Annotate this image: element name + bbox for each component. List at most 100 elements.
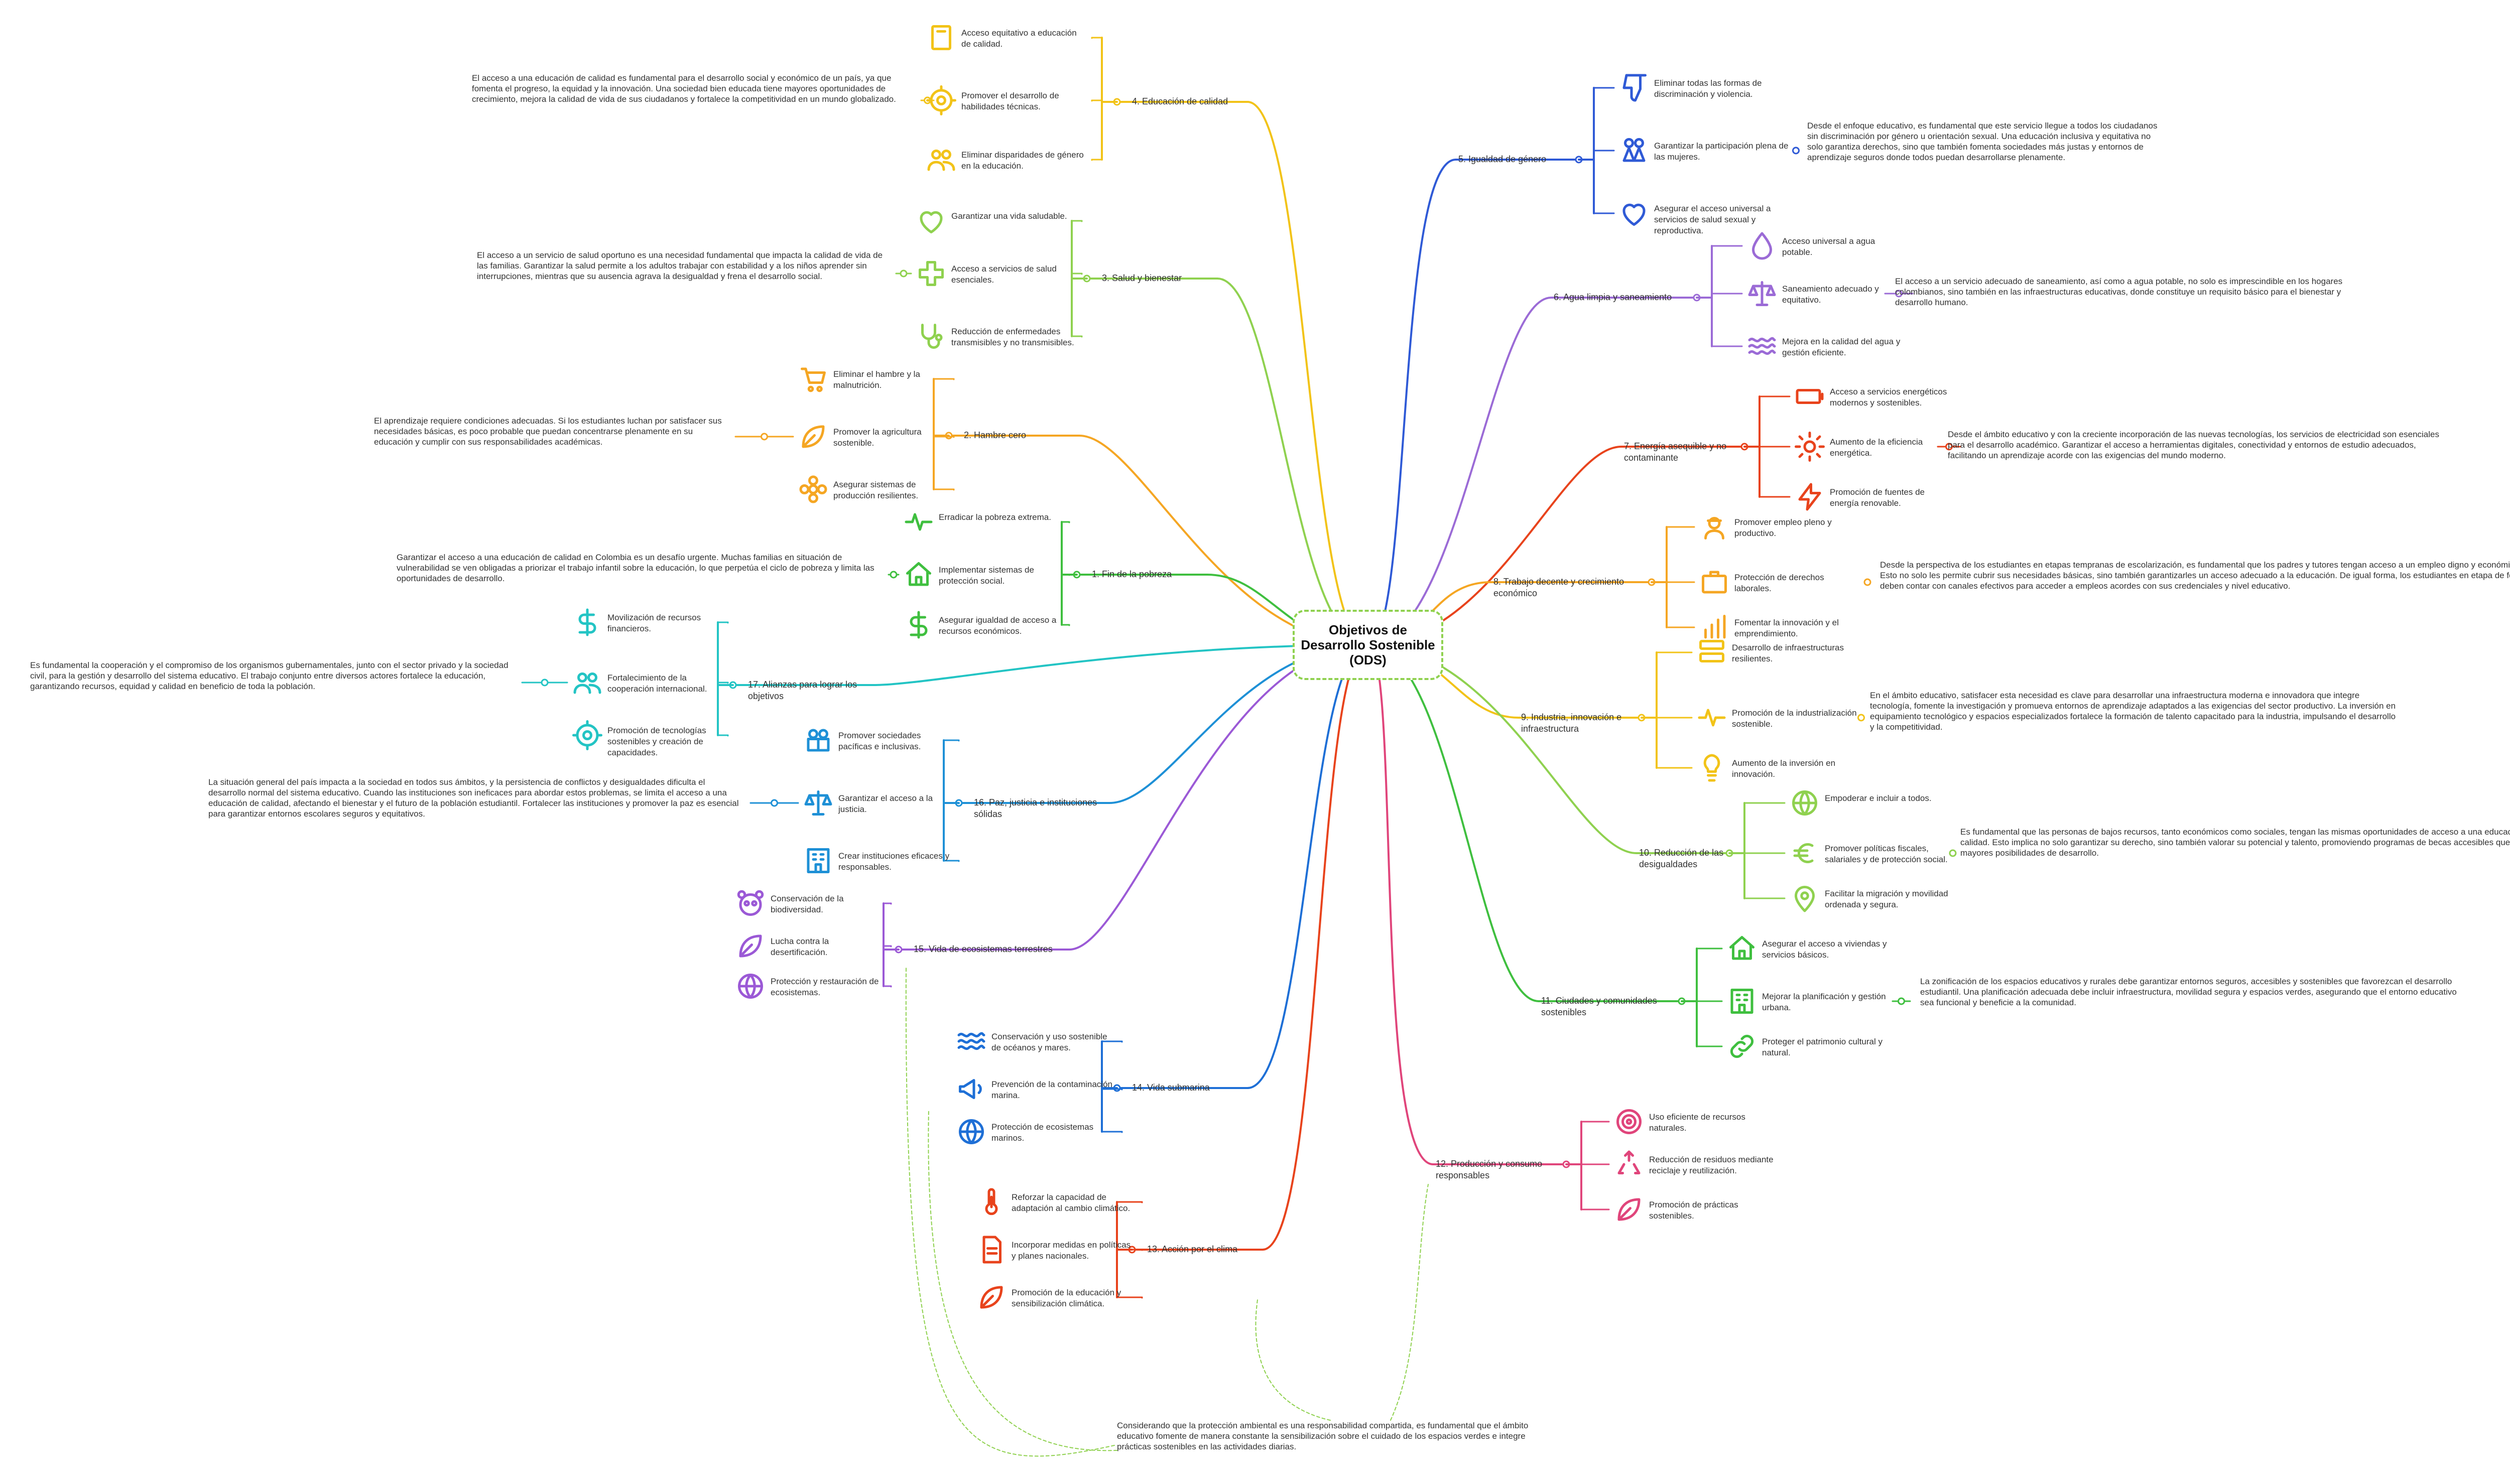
branch-topic-b4[interactable]: 4. Educación de calidad — [1132, 96, 1228, 106]
subtopic-b9-2[interactable]: Promoción de la industrialización sosten… — [1732, 708, 1857, 729]
collapse-toggle[interactable] — [1857, 714, 1865, 722]
medical-cross-icon — [916, 258, 946, 289]
subtopic-b11-2[interactable]: Mejorar la planificación y gestión urban… — [1762, 992, 1886, 1012]
subtopic-b6-3[interactable]: Mejora en la calidad del agua y gestión … — [1782, 337, 1901, 357]
note-b6: El acceso a un servicio adecuado de sane… — [1895, 277, 2343, 307]
subtopic-b16-1[interactable]: Promover sociedades pacíficas e inclusiv… — [838, 731, 921, 751]
subtopic-b3-2[interactable]: Acceso a servicios de salud esenciales. — [951, 264, 1057, 285]
heart-icon — [916, 206, 946, 236]
subtopic-b6-2[interactable]: Saneamiento adecuado y equitativo. — [1782, 284, 1879, 305]
subtopic-b14-2[interactable]: Prevención de la contaminación marina. — [991, 1080, 1112, 1100]
subtopic-b2-3[interactable]: Asegurar sistemas de producción resilien… — [833, 480, 919, 500]
collapse-toggle[interactable] — [1863, 578, 1871, 586]
subtopic-b8-1[interactable]: Promover empleo pleno y productivo. — [1734, 517, 1832, 538]
note-b8: Desde la perspectiva de los estudiantes … — [1880, 560, 2510, 591]
subtopic-b10-1[interactable]: Empoderar e incluir a todos. — [1825, 793, 1932, 803]
branch-topic-b12[interactable]: 12. Producción y consumo responsables — [1436, 1159, 1543, 1180]
subtopic-b16-3[interactable]: Crear instituciones eficaces y responsab… — [838, 851, 950, 872]
subtopic-b4-3[interactable]: Eliminar disparidades de género en la ed… — [961, 150, 1084, 171]
subtopic-b7-3[interactable]: Promoción de fuentes de energía renovabl… — [1830, 487, 1925, 508]
subtopic-b4-1[interactable]: Acceso equitativo a educación de calidad… — [961, 28, 1077, 49]
branch-topic-b3[interactable]: 3. Salud y bienestar — [1102, 273, 1182, 283]
branch-topic-b7[interactable]: 7. Energía asequible y no contaminante — [1624, 441, 1727, 463]
branch-topic-b5[interactable]: 5. Igualdad de género — [1458, 154, 1547, 164]
subtopic-b10-3[interactable]: Facilitar la migración y movilidad orden… — [1825, 889, 1948, 909]
collapse-toggle[interactable] — [1895, 290, 1903, 298]
collapse-toggle[interactable] — [541, 679, 549, 687]
subtopic-b17-2[interactable]: Fortalecimiento de la cooperación intern… — [607, 673, 707, 694]
heart-icon — [1619, 198, 1649, 228]
subtopic-b5-2[interactable]: Garantizar la participación plena de las… — [1654, 141, 1789, 162]
subtopic-b13-1[interactable]: Reforzar la capacidad de adaptación al c… — [1012, 1192, 1131, 1213]
subtopic-b15-2[interactable]: Lucha contra la desertificación. — [771, 936, 829, 957]
briefcase-icon — [1699, 567, 1729, 597]
collapse-toggle[interactable] — [890, 571, 898, 579]
worker-icon — [1699, 512, 1729, 542]
subtopic-b17-3[interactable]: Promoción de tecnologías sostenibles y c… — [607, 726, 706, 757]
branch-topic-b13[interactable]: 13. Acción por el clima — [1147, 1244, 1238, 1254]
subtopic-b10-2[interactable]: Promover políticas fiscales, salariales … — [1825, 844, 1948, 864]
branch-topic-b11[interactable]: 11. Ciudades y comunidades sostenibles — [1541, 996, 1657, 1017]
subtopic-b7-2[interactable]: Aumento de la eficiencia energética. — [1830, 437, 1923, 458]
subtopic-b12-1[interactable]: Uso eficiente de recursos naturales. — [1649, 1112, 1745, 1133]
branch-topic-b14[interactable]: 14. Vida submarina — [1132, 1083, 1210, 1093]
collapse-toggle[interactable] — [1945, 443, 1953, 451]
collapse-toggle[interactable] — [1792, 147, 1800, 155]
branch-topic-b1[interactable]: 1. Fin de la pobreza — [1092, 569, 1172, 579]
dollar-icon — [572, 607, 602, 637]
subtopic-b13-3[interactable]: Promoción de la educación y sensibilizac… — [1012, 1288, 1121, 1308]
collapse-toggle[interactable] — [1949, 849, 1957, 857]
subtopic-b6-1[interactable]: Acceso universal a agua potable. — [1782, 236, 1875, 257]
subtopic-b12-2[interactable]: Reducción de residuos mediante reciclaje… — [1649, 1155, 1774, 1175]
subtopic-b7-1[interactable]: Acceso a servicios energéticos modernos … — [1830, 387, 1947, 408]
subtopic-b15-3[interactable]: Protección y restauración de ecosistemas… — [771, 977, 879, 997]
subtopic-b2-2[interactable]: Promover la agricultura sostenible. — [833, 427, 922, 448]
subtopic-b15-1[interactable]: Conservación de la biodiversidad. — [771, 894, 844, 914]
subtopic-b2-1[interactable]: Eliminar el hambre y la malnutrición. — [833, 369, 920, 390]
branch-topic-b2[interactable]: 2. Hambre cero — [964, 430, 1027, 440]
battery-icon — [1795, 381, 1825, 412]
branch-topic-b17[interactable]: 17. Alianzas para lograr los objetivos — [748, 680, 857, 701]
subtopic-b8-2[interactable]: Protección de derechos laborales. — [1734, 573, 1824, 593]
globe-icon — [1790, 788, 1820, 818]
subtopic-b14-3[interactable]: Protección de ecosistemas marinos. — [991, 1122, 1094, 1143]
subtopic-b9-1[interactable]: Desarrollo de infraestructuras resilient… — [1732, 643, 1844, 663]
branch-topic-b16[interactable]: 16. Paz, justicia e instituciones sólida… — [974, 797, 1097, 819]
waves-icon — [956, 1026, 986, 1056]
subtopic-b13-2[interactable]: Incorporar medidas en políticas y planes… — [1012, 1240, 1131, 1261]
branch-topic-b10[interactable]: 10. Reducción de las desigualdades — [1639, 848, 1724, 869]
subtopic-b5-1[interactable]: Eliminar todas las formas de discriminac… — [1654, 78, 1762, 99]
collapse-toggle[interactable] — [900, 269, 908, 278]
subtopic-b1-3[interactable]: Asegurar igualdad de acceso a recursos e… — [939, 615, 1057, 636]
collapse-toggle[interactable] — [771, 799, 778, 807]
subtopic-b9-3[interactable]: Aumento de la inversión en innovación. — [1732, 758, 1836, 779]
subtopic-b14-1[interactable]: Conservación y uso sostenible de océanos… — [991, 1032, 1107, 1052]
note-b1: Garantizar el acceso a una educación de … — [397, 553, 874, 583]
subtopic-b11-3[interactable]: Proteger el patrimonio cultural y natura… — [1762, 1037, 1883, 1057]
collapse-toggle[interactable] — [1898, 997, 1905, 1005]
branch-topic-b6[interactable]: 6. Agua limpia y saneamiento — [1554, 292, 1672, 302]
sun-icon — [1795, 432, 1825, 462]
subtopic-b16-2[interactable]: Garantizar el acceso a la justicia. — [838, 793, 933, 814]
collapse-toggle[interactable] — [761, 433, 768, 441]
globe-icon — [735, 971, 766, 1001]
subtopic-b3-3[interactable]: Reducción de enfermedades transmisibles … — [951, 327, 1074, 347]
note-b3: El acceso a un servicio de salud oportun… — [477, 250, 883, 281]
subtopic-b4-2[interactable]: Promover el desarrollo de habilidades té… — [961, 91, 1059, 111]
branch-topic-b8[interactable]: 8. Trabajo decente y crecimiento económi… — [1493, 577, 1624, 598]
branch-topic-b15[interactable]: 15. Vida de ecosistemas terrestres — [914, 944, 1053, 954]
central-topic[interactable]: Objetivos de Desarrollo Sostenible (ODS) — [1293, 610, 1443, 680]
subtopic-b17-1[interactable]: Movilización de recursos financieros. — [607, 613, 701, 633]
branch-topic-b9[interactable]: 9. Industria, innovación e infraestructu… — [1521, 712, 1622, 734]
thermometer-icon — [976, 1187, 1007, 1217]
subtopic-b3-1[interactable]: Garantizar una vida saludable. — [951, 211, 1067, 221]
subtopic-b11-1[interactable]: Asegurar el acceso a viviendas y servici… — [1762, 939, 1887, 960]
subtopic-b8-3[interactable]: Fomentar la innovación y el emprendimien… — [1734, 618, 1839, 638]
subtopic-b5-3[interactable]: Asegurar el acceso universal a servicios… — [1654, 204, 1771, 235]
house-icon — [904, 560, 934, 590]
subtopic-b1-2[interactable]: Implementar sistemas de protección socia… — [939, 565, 1034, 586]
subtopic-b12-3[interactable]: Promoción de prácticas sostenibles. — [1649, 1200, 1738, 1221]
leaf-icon — [1614, 1194, 1644, 1225]
subtopic-b1-1[interactable]: Erradicar la pobreza extrema. — [939, 512, 1051, 522]
